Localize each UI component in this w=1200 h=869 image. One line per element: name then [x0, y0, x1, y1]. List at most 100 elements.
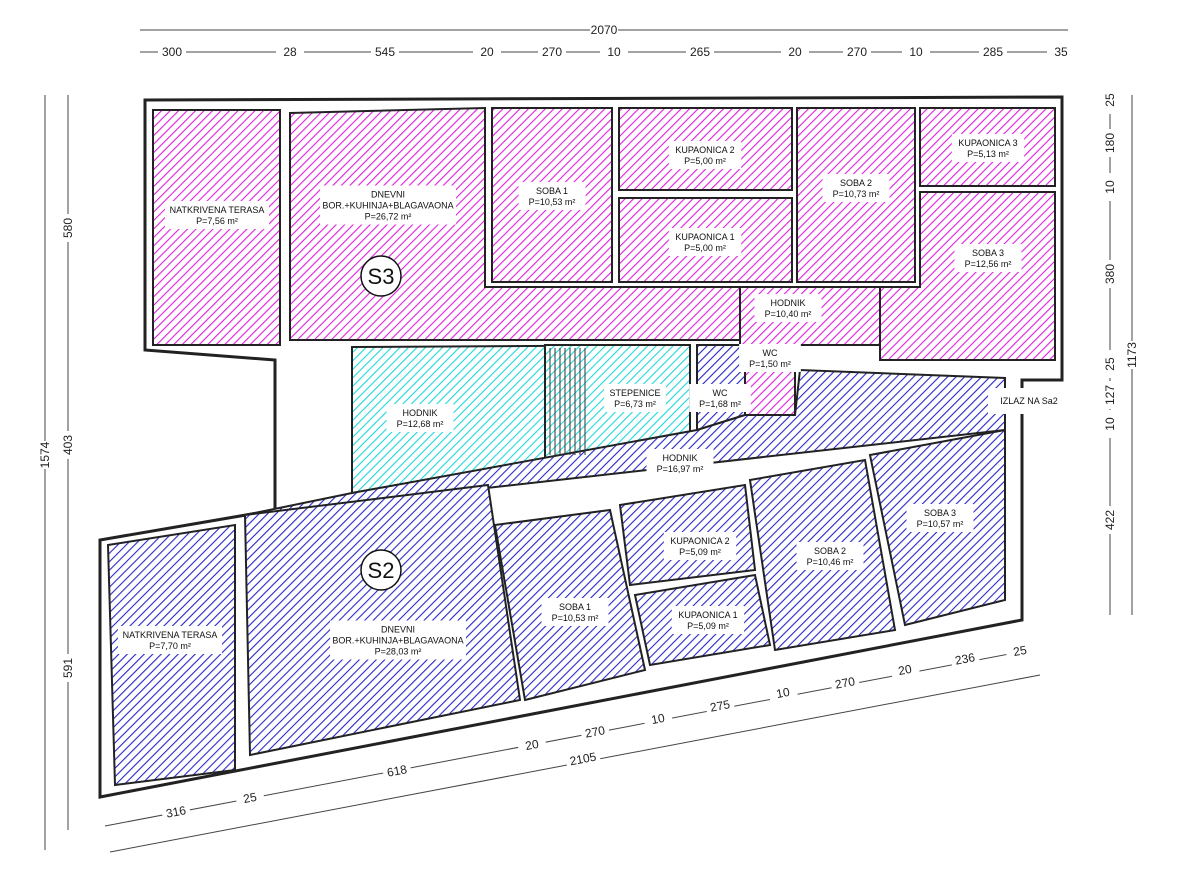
room-area: P=6,73 m² [614, 399, 656, 409]
room-name: DNEVNI [381, 625, 415, 635]
room-area: P=16,97 m² [657, 464, 704, 474]
room-name: HODNIK [402, 408, 437, 418]
room-name: KUPAONICA 2 [670, 536, 729, 546]
room-name: KUPAONICA 1 [678, 610, 737, 620]
dimension-label: 236 [954, 650, 977, 668]
dimension-label: 10 [1103, 180, 1117, 194]
room-area: P=5,00 m² [684, 243, 726, 253]
svg-text:S3: S3 [368, 264, 395, 289]
room-area: P=5,00 m² [684, 156, 726, 166]
room-label-rooms-s3-soba-3: SOBA 3P=12,56 m² [954, 244, 1022, 272]
apartment-tag-s2: S2 [360, 549, 402, 591]
dimension-label: 20 [897, 662, 913, 678]
room-rooms-s2-dnevni [243, 483, 522, 757]
room-label-rooms-s3-kupaonica-1: KUPAONICA 1P=5,00 m² [668, 228, 742, 256]
room-name2: BOR.+KUHINJA+BLAGAVAONA [332, 636, 463, 646]
room-name: KUPAONICA 2 [675, 145, 734, 155]
dimension-label: 422 [1103, 510, 1117, 530]
room-label-rooms-s2-soba-1: SOBA 1P=10,53 m² [541, 598, 609, 626]
room-label-rooms-s3-soba-2: SOBA 2P=10,73 m² [822, 174, 890, 202]
dimension-label: 275 [709, 697, 732, 715]
room-rooms-s3-soba-3 [879, 191, 1056, 361]
dimension-label: 20 [524, 737, 540, 753]
room-label-rooms-s2-kupaonica-1: KUPAONICA 1P=5,09 m² [671, 606, 745, 634]
room-label-rooms-s3-soba-1: SOBA 1P=10,53 m² [518, 182, 586, 210]
room-area: P=10,46 m² [807, 557, 854, 567]
dimension-label: 2105 [569, 750, 598, 769]
dimension-label: 25 [242, 790, 258, 806]
dimension-label: 25 [1103, 357, 1117, 371]
room-label-rooms-s3-wc: WCP=1,50 m² [739, 344, 801, 372]
room-name: STEPENICE [609, 388, 660, 398]
apartment-tag-s3: S3 [360, 255, 402, 297]
dimension-label: 285 [983, 45, 1003, 59]
dimension-label: 127 [1103, 385, 1117, 405]
dimension-label: 1574 [38, 441, 52, 468]
room-area: P=1,68 m² [699, 399, 741, 409]
room-area: P=7,56 m² [196, 216, 238, 226]
room-name: WC [713, 388, 728, 398]
room-name: HODNIK [662, 453, 697, 463]
room-name: NATKRIVENA TERASA [123, 630, 218, 640]
room-area: P=5,09 m² [687, 621, 729, 631]
room-name: SOBA 2 [840, 178, 872, 188]
room-name: DNEVNI [371, 190, 405, 200]
dimension-label: 10 [1103, 417, 1117, 431]
svg-text:S2: S2 [368, 558, 395, 583]
room-name: KUPAONICA 1 [675, 232, 734, 242]
room-area: P=10,53 m² [552, 613, 599, 623]
room-rooms-s2-hodnik [244, 368, 1006, 516]
dimension-label: 300 [162, 45, 182, 59]
room-name: SOBA 1 [559, 602, 591, 612]
dimension-label: 380 [1103, 264, 1117, 284]
dimension-label: 25 [1012, 643, 1028, 659]
dimension-label: 20 [480, 45, 494, 59]
room-area: P=5,13 m² [967, 149, 1009, 159]
dimension-label: 270 [834, 674, 857, 692]
room-area: P=7,70 m² [149, 641, 191, 651]
dimension-label: 10 [650, 711, 666, 727]
building-walls [98, 95, 1064, 799]
room-name: WC [763, 348, 778, 358]
room-area: P=10,57 m² [917, 519, 964, 529]
room-label-rooms-s2-wc: WCP=1,68 m² [689, 384, 751, 412]
exit-label: IZLAZ NA Sa2 [988, 388, 1070, 414]
dimension-label: 2070 [591, 23, 618, 37]
dimension-label: 10 [607, 45, 621, 59]
dimension-label: 270 [542, 45, 562, 59]
room-name: SOBA 2 [814, 546, 846, 556]
room-name: KUPAONICA 3 [958, 138, 1017, 148]
room-name: HODNIK [770, 298, 805, 308]
room-label-rooms-s3-kupaonica-3: KUPAONICA 3P=5,13 m² [951, 134, 1025, 162]
room-label-rooms-s2-soba-2: SOBA 2P=10,46 m² [796, 542, 864, 570]
dimension-label: 35 [1054, 45, 1068, 59]
dimension-label: 20 [788, 45, 802, 59]
room-area: P=12,56 m² [965, 259, 1012, 269]
room-area: P=10,73 m² [833, 189, 880, 199]
dimension-label: 1173 [1125, 342, 1139, 368]
room-area: P=12,68 m² [397, 419, 444, 429]
staircase [549, 348, 586, 455]
dimension-label: 618 [386, 762, 409, 780]
dimension-label: 28 [283, 45, 297, 59]
room-area: P=1,50 m² [749, 359, 791, 369]
dimension-label: 580 [61, 218, 75, 238]
room-label-rooms-s3-kupaonica-2: KUPAONICA 2P=5,00 m² [668, 141, 742, 169]
room-name: SOBA 3 [924, 508, 956, 518]
dimension-label: 180 [1103, 133, 1117, 153]
svg-text:IZLAZ NA Sa2: IZLAZ NA Sa2 [1000, 396, 1058, 406]
room-name: NATKRIVENA TERASA [170, 205, 265, 215]
room-label-rooms-s2-kupaonica-2: KUPAONICA 2P=5,09 m² [663, 532, 737, 560]
dimension-label: 10 [775, 685, 791, 701]
room-area: P=28,03 m² [375, 647, 422, 657]
dimension-label: 270 [847, 45, 867, 59]
room-rooms-s2-natkrivena-terasa [106, 523, 236, 787]
room-name: SOBA 1 [536, 186, 568, 196]
